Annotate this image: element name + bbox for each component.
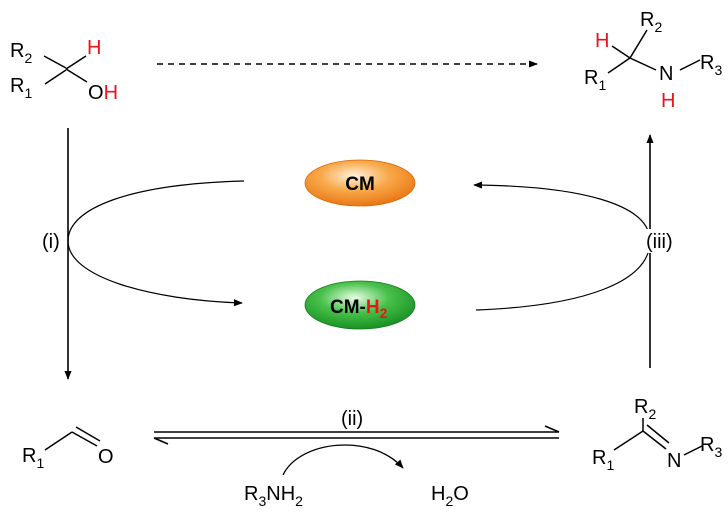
cm-label: CM — [345, 174, 375, 195]
amine-product-r2-label: R2 — [640, 9, 662, 35]
imine-r3-label: R3 — [700, 434, 722, 460]
amine-product-h-label: H — [595, 30, 609, 52]
alcohol-structure: R2 H R1 OH — [10, 37, 118, 104]
amine-product-r3-label: R3 — [700, 52, 722, 78]
imine-r1-label: R1 — [592, 447, 614, 473]
aldehyde-r1-label: R1 — [22, 445, 44, 471]
left-cycle-arc — [67, 180, 245, 307]
amine-to-water-curved-arrow — [282, 444, 404, 476]
imine-structure: R2 R1 N R3 — [592, 396, 722, 473]
step-iii-label: (iii) — [646, 231, 673, 253]
right-cycle-arc — [473, 181, 651, 311]
amine-product-r1-label: R1 — [584, 67, 606, 93]
amine-product-n-label: N — [659, 63, 673, 85]
cm-catalyst-pill: CM — [304, 159, 416, 207]
alcohol-r1-label: R1 — [10, 75, 32, 101]
alcohol-h-label: H — [87, 37, 101, 59]
step-ii-equilibrium-arrows — [153, 425, 560, 445]
imine-r2-label: R2 — [634, 396, 656, 422]
cm-h2-catalyst-pill: CM-H2 — [304, 280, 416, 330]
aldehyde-o-label: O — [98, 446, 114, 468]
cm-h2-label: CM-H2 — [330, 297, 388, 321]
alcohol-oh-label: OH — [88, 82, 118, 104]
alcohol-r2-label: R2 — [10, 40, 32, 66]
amine-product-nh-label: H — [661, 90, 675, 112]
water-byproduct-label: H2O — [431, 483, 469, 509]
amine-reagent-label: R3NH2 — [244, 483, 303, 509]
amine-product-structure: H R2 R1 N R3 H — [584, 9, 722, 112]
aldehyde-structure: R1 O — [22, 426, 114, 471]
step-i-label: (i) — [42, 231, 60, 253]
step-ii-label: (ii) — [341, 408, 363, 430]
imine-n-label: N — [667, 450, 681, 472]
